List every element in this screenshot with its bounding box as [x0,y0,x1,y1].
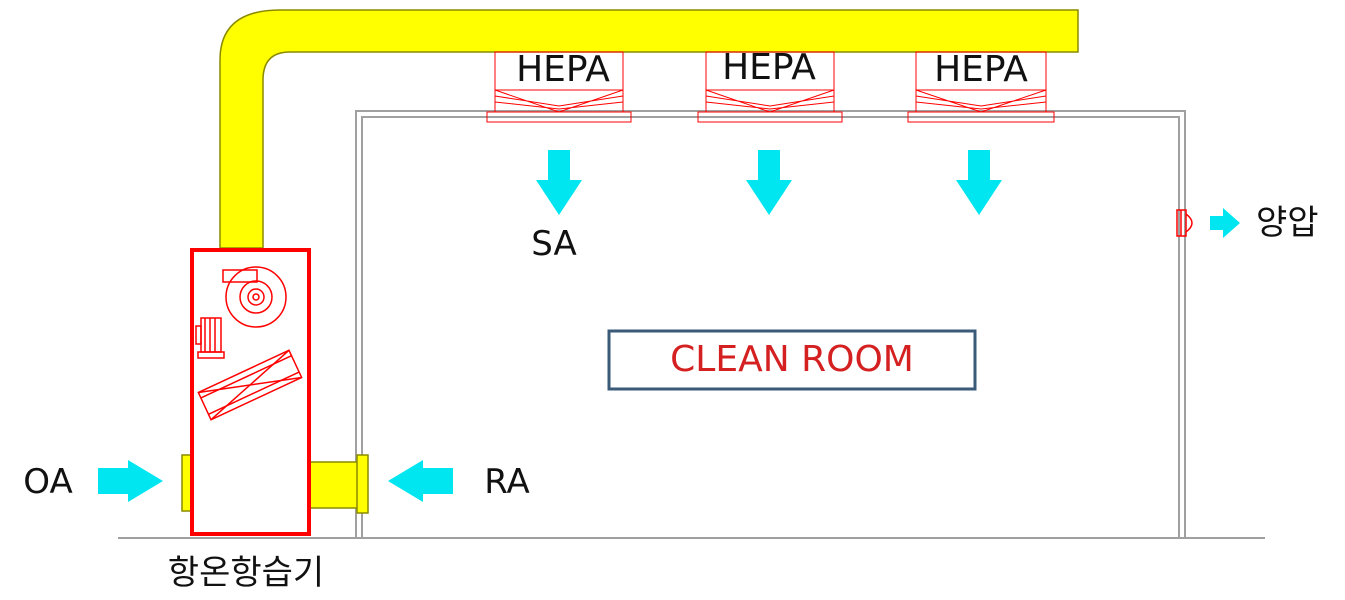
hepa-filter-3 [907,51,1055,123]
return-duct [309,461,359,509]
fan-icon [222,266,287,328]
hepa-label-2: HEPA [722,47,816,88]
outside-air-arrow [98,460,163,502]
supply-arrow-1 [536,150,582,215]
clean-room-label-box [607,329,977,391]
air-handling-unit [190,248,311,536]
sa-label: SA [531,224,576,264]
supply-arrow-2 [746,150,792,215]
hepa-label-3: HEPA [934,49,1028,90]
air-handling-unit-label: 항온항습기 [168,553,324,593]
hepa-filter-1 [486,51,632,123]
return-duct-flange [356,454,369,514]
hepa-filter-2 [697,51,843,123]
supply-duct [219,9,1079,249]
exhaust-arrow [1210,208,1240,238]
oa-label: OA [23,462,72,502]
coil-icon [197,349,303,421]
return-air-arrow [388,460,453,502]
hepa-label-1: HEPA [516,49,610,90]
clean-room-label: CLEAN ROOM [670,339,914,380]
motor-icon [195,317,225,359]
clean-room-walls [355,110,1186,538]
supply-arrow-3 [956,150,1002,215]
pressure-relief-damper [1176,209,1193,237]
positive-pressure-label: 양압 [1256,203,1319,243]
ra-label: RA [484,462,530,502]
